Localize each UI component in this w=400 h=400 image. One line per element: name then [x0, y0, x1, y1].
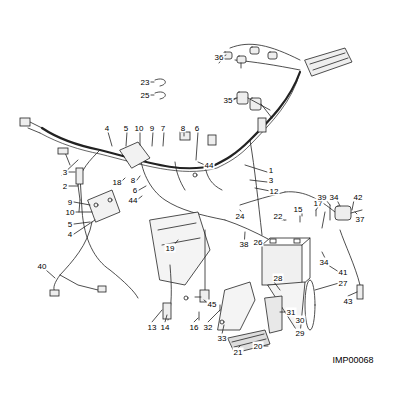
callout-number: 18 — [112, 178, 123, 187]
callout-number: 23 — [140, 78, 151, 87]
callout-number: 3 — [268, 176, 274, 185]
callout-number: 27 — [338, 279, 349, 288]
callout-number: 30 — [295, 316, 306, 325]
callout-number: 22 — [273, 212, 284, 221]
callout-number: 32 — [203, 323, 214, 332]
callout-number: 34 — [329, 193, 340, 202]
callout-number: 42 — [353, 193, 364, 202]
callout-number: 16 — [189, 323, 200, 332]
callout-number: 41 — [338, 268, 349, 277]
callout-number: 2 — [62, 182, 68, 191]
callout-number: 40 — [37, 262, 48, 271]
callout-number: 20 — [253, 342, 264, 351]
callout-number: 10 — [134, 124, 145, 133]
callout-number: 9 — [67, 198, 73, 207]
callout-number: 1 — [268, 166, 274, 175]
callout-number: 28 — [273, 274, 284, 283]
callout-number: 34 — [319, 258, 330, 267]
callout-number: 10 — [65, 208, 76, 217]
callout-number: 43 — [343, 297, 354, 306]
callout-number: 8 — [130, 176, 136, 185]
callout-number: 21 — [233, 348, 244, 357]
callout-number: 8 — [180, 124, 186, 133]
callout-number: 39 — [317, 193, 328, 202]
callout-number: 33 — [217, 334, 228, 343]
callout-number: 9 — [149, 124, 155, 133]
callout-number: 44 — [128, 196, 139, 205]
callout-number: 25 — [140, 91, 151, 100]
callout-number: 4 — [104, 124, 110, 133]
callout-number: 13 — [147, 323, 158, 332]
callout-number: 5 — [67, 220, 73, 229]
callout-number: 38 — [239, 240, 250, 249]
drawing-code: IMP00068 — [331, 356, 374, 365]
callout-number: 44 — [204, 161, 215, 170]
callout-number: 37 — [355, 215, 366, 224]
callout-number: 5 — [123, 124, 129, 133]
callout-number: 24 — [235, 212, 246, 221]
callout-number: 36 — [214, 53, 225, 62]
callout-number: 12 — [269, 187, 280, 196]
callout-number: 29 — [295, 329, 306, 338]
callout-number: 4 — [67, 230, 73, 239]
callout-number: 14 — [160, 323, 171, 332]
callout-number: 19 — [165, 244, 176, 253]
callout-number: 35 — [223, 96, 234, 105]
callout-number: 6 — [132, 186, 138, 195]
callout-number: 7 — [160, 124, 166, 133]
callout-number: 26 — [253, 238, 264, 247]
callout-number: 15 — [293, 205, 304, 214]
callout-number: 6 — [194, 124, 200, 133]
callout-number: 3 — [62, 168, 68, 177]
callout-number: 45 — [207, 300, 218, 309]
